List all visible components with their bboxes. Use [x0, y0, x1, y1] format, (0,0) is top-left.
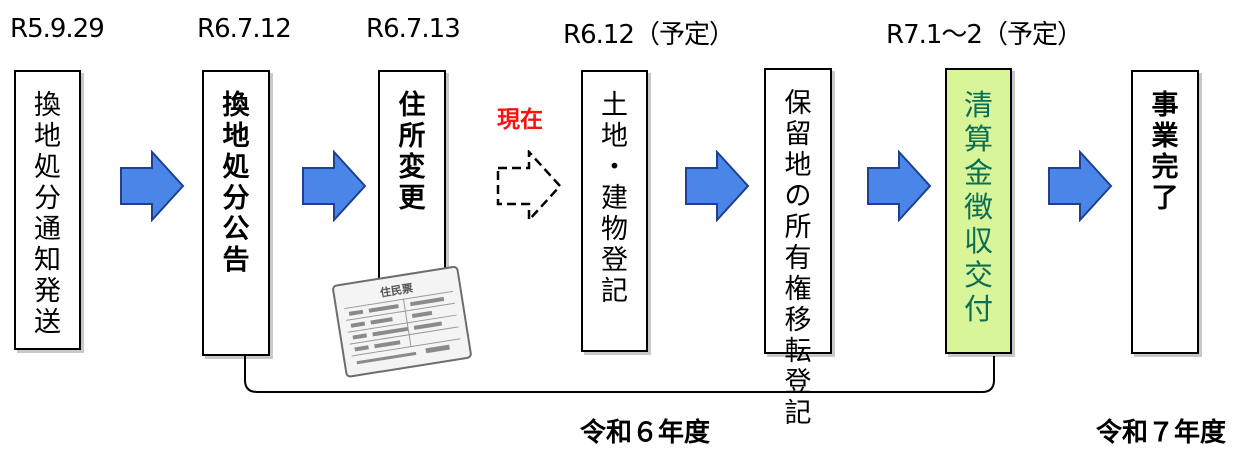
step-box-completion: 事業完了	[1131, 70, 1199, 354]
step-text-reserved-land: 保留地の所有権移転登記	[784, 88, 812, 429]
date-label-1: R5.9.29	[10, 14, 105, 44]
fiscal-year-r6: 令和６年度	[580, 418, 711, 448]
date-label-3: R6.7.13	[366, 14, 461, 44]
right-arrow-icon	[302, 150, 367, 222]
card-title: 住民票	[379, 281, 414, 300]
step-text-settlement: 清算金徴収交付	[963, 88, 993, 326]
step-box-registration: 土地・建物登記	[581, 70, 648, 352]
dashed-right-arrow-icon	[496, 150, 562, 222]
date-label-2: R6.7.12	[197, 14, 292, 44]
fiscal-year-r7: 令和７年度	[1096, 418, 1227, 448]
right-arrow-icon	[1048, 150, 1113, 222]
date-label-4: R6.12（予定）	[563, 20, 735, 50]
date-label-5: R7.1～2（予定）	[886, 20, 1083, 50]
step-text-notice: 換地処分通知発送	[34, 90, 61, 338]
current-marker: 現在	[497, 107, 543, 133]
step-text-registration: 土地・建物登記	[601, 90, 628, 307]
step-text-address-change: 住所変更	[398, 90, 426, 214]
step-text-announcement: 換地処分公告	[222, 90, 250, 276]
right-arrow-icon	[120, 150, 185, 222]
resident-card-icon: 住民票	[332, 265, 472, 378]
step-text-completion: 事業完了	[1151, 90, 1179, 214]
right-arrow-icon	[685, 150, 750, 222]
step-box-notice: 換地処分通知発送	[14, 70, 81, 350]
step-box-announcement: 換地処分公告	[202, 70, 270, 356]
step-box-settlement: 清算金徴収交付	[945, 68, 1012, 354]
step-box-reserved-land: 保留地の所有権移転登記	[764, 68, 832, 429]
right-arrow-icon	[867, 150, 932, 222]
